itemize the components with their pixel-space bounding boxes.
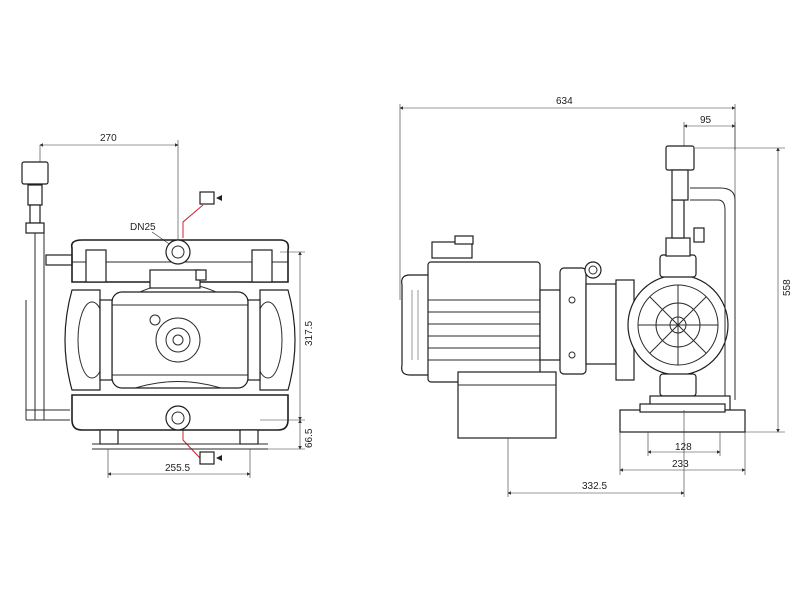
front-view: 270 DN25 [21,133,315,478]
dim-dn25-label: DN25 [130,222,156,233]
dim-66-5-label: 66.5 [304,428,315,448]
dim-270: 270 [39,133,179,250]
pump-foot [619,403,746,433]
dim-233: 233 [619,432,746,475]
dim-332-5: 332.5 [507,410,685,497]
dim-558-label: 558 [782,279,793,296]
dim-255-5: 255.5 [107,449,251,478]
air-valve-left [21,161,73,421]
dim-317-5: 317.5 [260,251,315,421]
front-pump-body [64,239,296,450]
dim-634-label: 634 [556,96,573,107]
dim-332-5-label: 332.5 [582,481,607,492]
outlet-arrow-icon [182,191,222,238]
motor [401,235,617,383]
dim-558: 558 [695,147,793,433]
dim-317-5-label: 317.5 [304,321,315,346]
dim-270-label: 270 [100,133,117,144]
side-view: 634 95 558 [399,96,793,497]
dim-128-label: 128 [675,442,692,453]
dim-66-5: 66.5 [268,419,315,450]
dim-95-label: 95 [700,115,712,126]
dim-95: 95 [683,115,736,150]
motor-base [457,371,557,439]
dim-255-5-label: 255.5 [165,463,190,474]
dim-233-label: 233 [672,459,689,470]
pump-head-side [615,145,736,411]
